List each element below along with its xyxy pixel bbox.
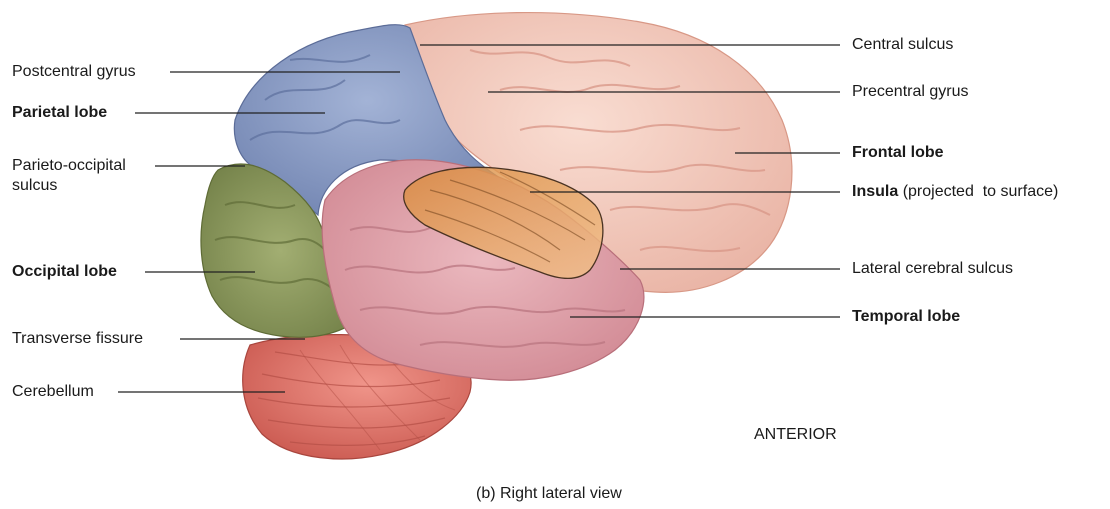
label-temporal-lobe: Temporal lobe: [852, 307, 960, 326]
label-precentral-gyrus: Precentral gyrus: [852, 82, 969, 101]
label-lateral-cerebral-sulcus: Lateral cerebral sulcus: [852, 259, 1013, 278]
label-insula-note: (projected to surface): [903, 183, 1059, 200]
label-central-sulcus: Central sulcus: [852, 35, 953, 54]
figure-caption: (b) Right lateral view: [476, 485, 622, 503]
label-parieto-occipital-sulcus-line2: sulcus: [12, 176, 57, 195]
label-occipital-lobe: Occipital lobe: [12, 262, 117, 281]
label-parietal-lobe: Parietal lobe: [12, 103, 107, 122]
label-insula: Insula: [852, 183, 898, 200]
label-insula-group: Insula (projected to surface): [852, 182, 1058, 201]
label-transverse-fissure: Transverse fissure: [12, 329, 143, 348]
label-orientation-anterior: ANTERIOR: [754, 425, 837, 444]
label-cerebellum: Cerebellum: [12, 382, 94, 401]
label-postcentral-gyrus: Postcentral gyrus: [12, 62, 136, 81]
label-parieto-occipital-sulcus-line1: Parieto-occipital: [12, 156, 126, 175]
label-frontal-lobe: Frontal lobe: [852, 143, 944, 162]
